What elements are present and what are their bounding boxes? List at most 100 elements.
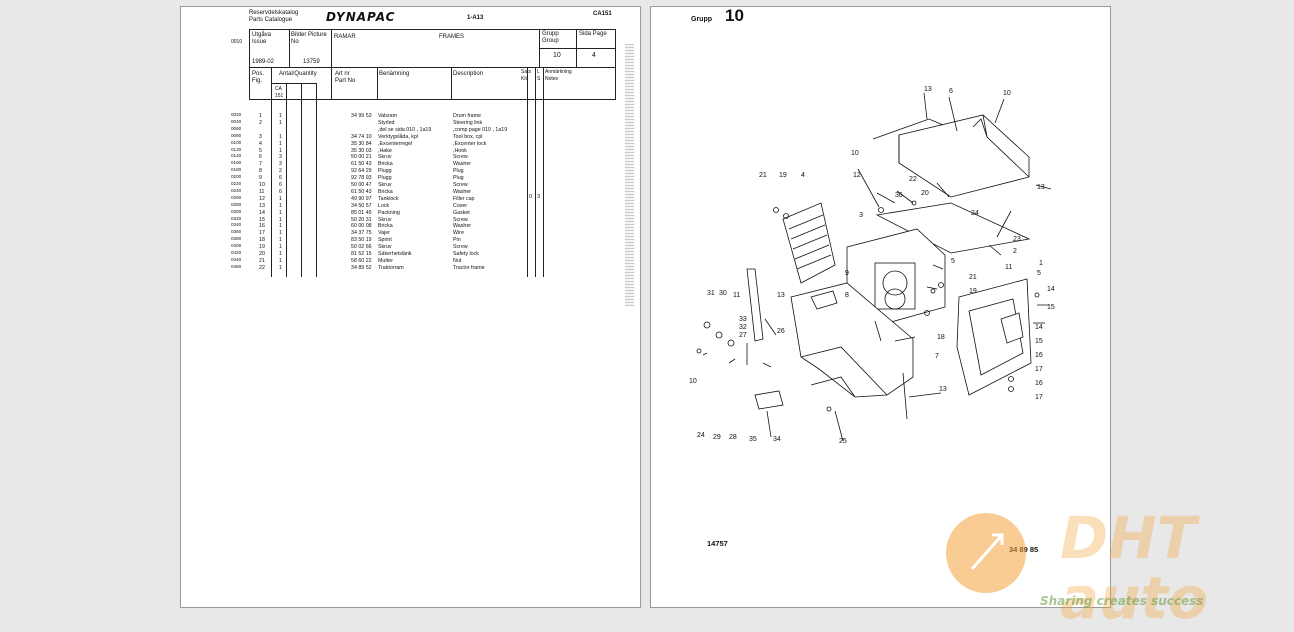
table-cell-sv: Skruv: [378, 216, 392, 223]
table-cell-qty: 1: [279, 237, 282, 244]
table-cell-en: Filler cap: [453, 195, 475, 202]
table-cell-en: Screw: [453, 154, 468, 161]
row-code: 0240: [231, 187, 242, 193]
table-cell-pos: 10: [259, 182, 265, 188]
callout-11: 11: [1005, 264, 1012, 271]
row-code: 0120: [231, 146, 242, 152]
page-value: 4: [592, 52, 596, 59]
callout-7: 7: [935, 353, 939, 360]
callout-21: 21: [969, 274, 977, 281]
callout-20: 20: [921, 190, 929, 197]
callout-13: 13: [924, 86, 932, 93]
table-cell-qty: 6: [279, 188, 282, 195]
divider: [286, 83, 287, 277]
divider: [289, 29, 290, 67]
callout-15: 15: [1047, 304, 1055, 311]
table-cell-sv: Skruv: [378, 244, 392, 251]
callout-4: 4: [801, 172, 805, 179]
table-cell-part: 81 52 15: [351, 251, 372, 257]
table-cell-en: Tractor frame: [453, 264, 485, 271]
row-code: 0380: [231, 236, 242, 242]
table-cell-qty: 1: [279, 264, 282, 271]
table-cell-sv: Traktorram: [378, 264, 404, 271]
table-cell-pos: 1: [259, 113, 262, 119]
col-qty: Antal/Quantity: [279, 71, 317, 77]
group-value: 10: [553, 52, 561, 59]
row-code: 0200: [231, 174, 242, 180]
table-cell-part: 61 50 43: [351, 188, 372, 195]
table-cell-qty: 1: [279, 202, 282, 209]
divider: [451, 67, 452, 100]
row-code: 0340: [231, 222, 242, 228]
divider: [271, 67, 272, 277]
table-cell-pos: 5: [259, 147, 262, 154]
col-ls: L S: [537, 69, 541, 82]
callout-19: 19: [969, 288, 977, 295]
callout-26: 26: [777, 328, 785, 335]
picture-value: 13759: [303, 59, 320, 65]
table-cell-en: Pin: [453, 237, 461, 244]
table-cell-qty: 1: [279, 230, 282, 237]
arrow-icon: [970, 533, 1004, 570]
table-cell-pos: 18: [259, 237, 265, 244]
table-cell-pos: 11: [259, 188, 265, 195]
callout-23: 23: [1013, 236, 1021, 243]
callout-10: 10: [1003, 90, 1011, 97]
row-code: 0260: [231, 194, 242, 200]
callout-34: 34: [773, 436, 781, 443]
callout-3: 3: [859, 212, 863, 219]
watermark-logo: [946, 513, 1026, 593]
callout-13: 13: [939, 386, 947, 393]
callout-12: 12: [853, 172, 861, 179]
table-cell-qty: 1: [279, 251, 282, 257]
callout-9: 9: [845, 270, 849, 277]
catalogue-title-sv: Reservdelskatalog: [249, 10, 299, 16]
table-cell-pos: 17: [259, 230, 265, 237]
callout-36: 36: [895, 192, 903, 199]
group-name-sv: RAMAR: [334, 34, 356, 40]
callout-32: 32: [739, 324, 747, 331]
table-cell-sv: Bricka: [378, 223, 393, 230]
divider: [301, 83, 302, 277]
table-cell-sv: Styrled: [378, 119, 395, 126]
divider: [377, 67, 378, 100]
table-cell-qty: 6: [279, 182, 282, 188]
row-code: 0040: [231, 118, 242, 124]
group-label: Grupp Group: [542, 31, 559, 44]
table-cell-sv: Vajer: [378, 230, 390, 237]
table-cell-part: 35 30 84: [351, 140, 372, 147]
callout-1: 1: [1039, 260, 1043, 267]
table-cell-pos: 13: [259, 202, 265, 209]
callout-labels: 1234556789101010111112131313131414151516…: [689, 86, 1055, 445]
callout-13: 13: [1037, 184, 1045, 191]
model-code-right: CA151: [593, 11, 612, 17]
table-cell-part: 34 37 75: [351, 230, 372, 237]
table-cell-en: Plug: [453, 175, 464, 182]
catalogue-title-en: Parts Catalogue: [249, 17, 293, 23]
table-cell-sv: Packning: [378, 209, 400, 216]
callout-29: 29: [713, 434, 721, 441]
table-cell-qty: 2: [279, 168, 282, 175]
table-cell-pos: 20: [259, 251, 265, 257]
table-cell-part: 50 00 47: [351, 182, 372, 188]
exploded-drawing-page: Grupp 10 14757 34 89 85: [650, 6, 1111, 608]
table-cell-sv: Skruv: [378, 154, 392, 161]
table-cell-pos: 4: [259, 140, 262, 147]
table-cell-en: Nut: [453, 257, 462, 264]
divider: [535, 67, 536, 277]
table-cell-en: Tool box, cpl: [453, 133, 483, 140]
table-cell-qty: 1: [279, 133, 282, 140]
table-cell-sv: Mutter: [378, 257, 394, 264]
callout-24: 24: [971, 210, 979, 217]
row-code: 0420: [231, 250, 242, 255]
scrollbar[interactable]: [625, 44, 634, 306]
kit-mark: 0: [529, 194, 533, 200]
table-cell-part: 50 20 31: [351, 216, 372, 223]
callout-22: 22: [909, 176, 917, 183]
callout-14: 14: [1047, 286, 1055, 293]
callout-25: 25: [839, 438, 847, 445]
table-cell-qty: 1: [279, 223, 282, 230]
table-cell-part: 60 00 08: [351, 223, 372, 230]
table-cell-en: Screw: [453, 182, 468, 188]
row-code: 0020: [231, 112, 242, 117]
